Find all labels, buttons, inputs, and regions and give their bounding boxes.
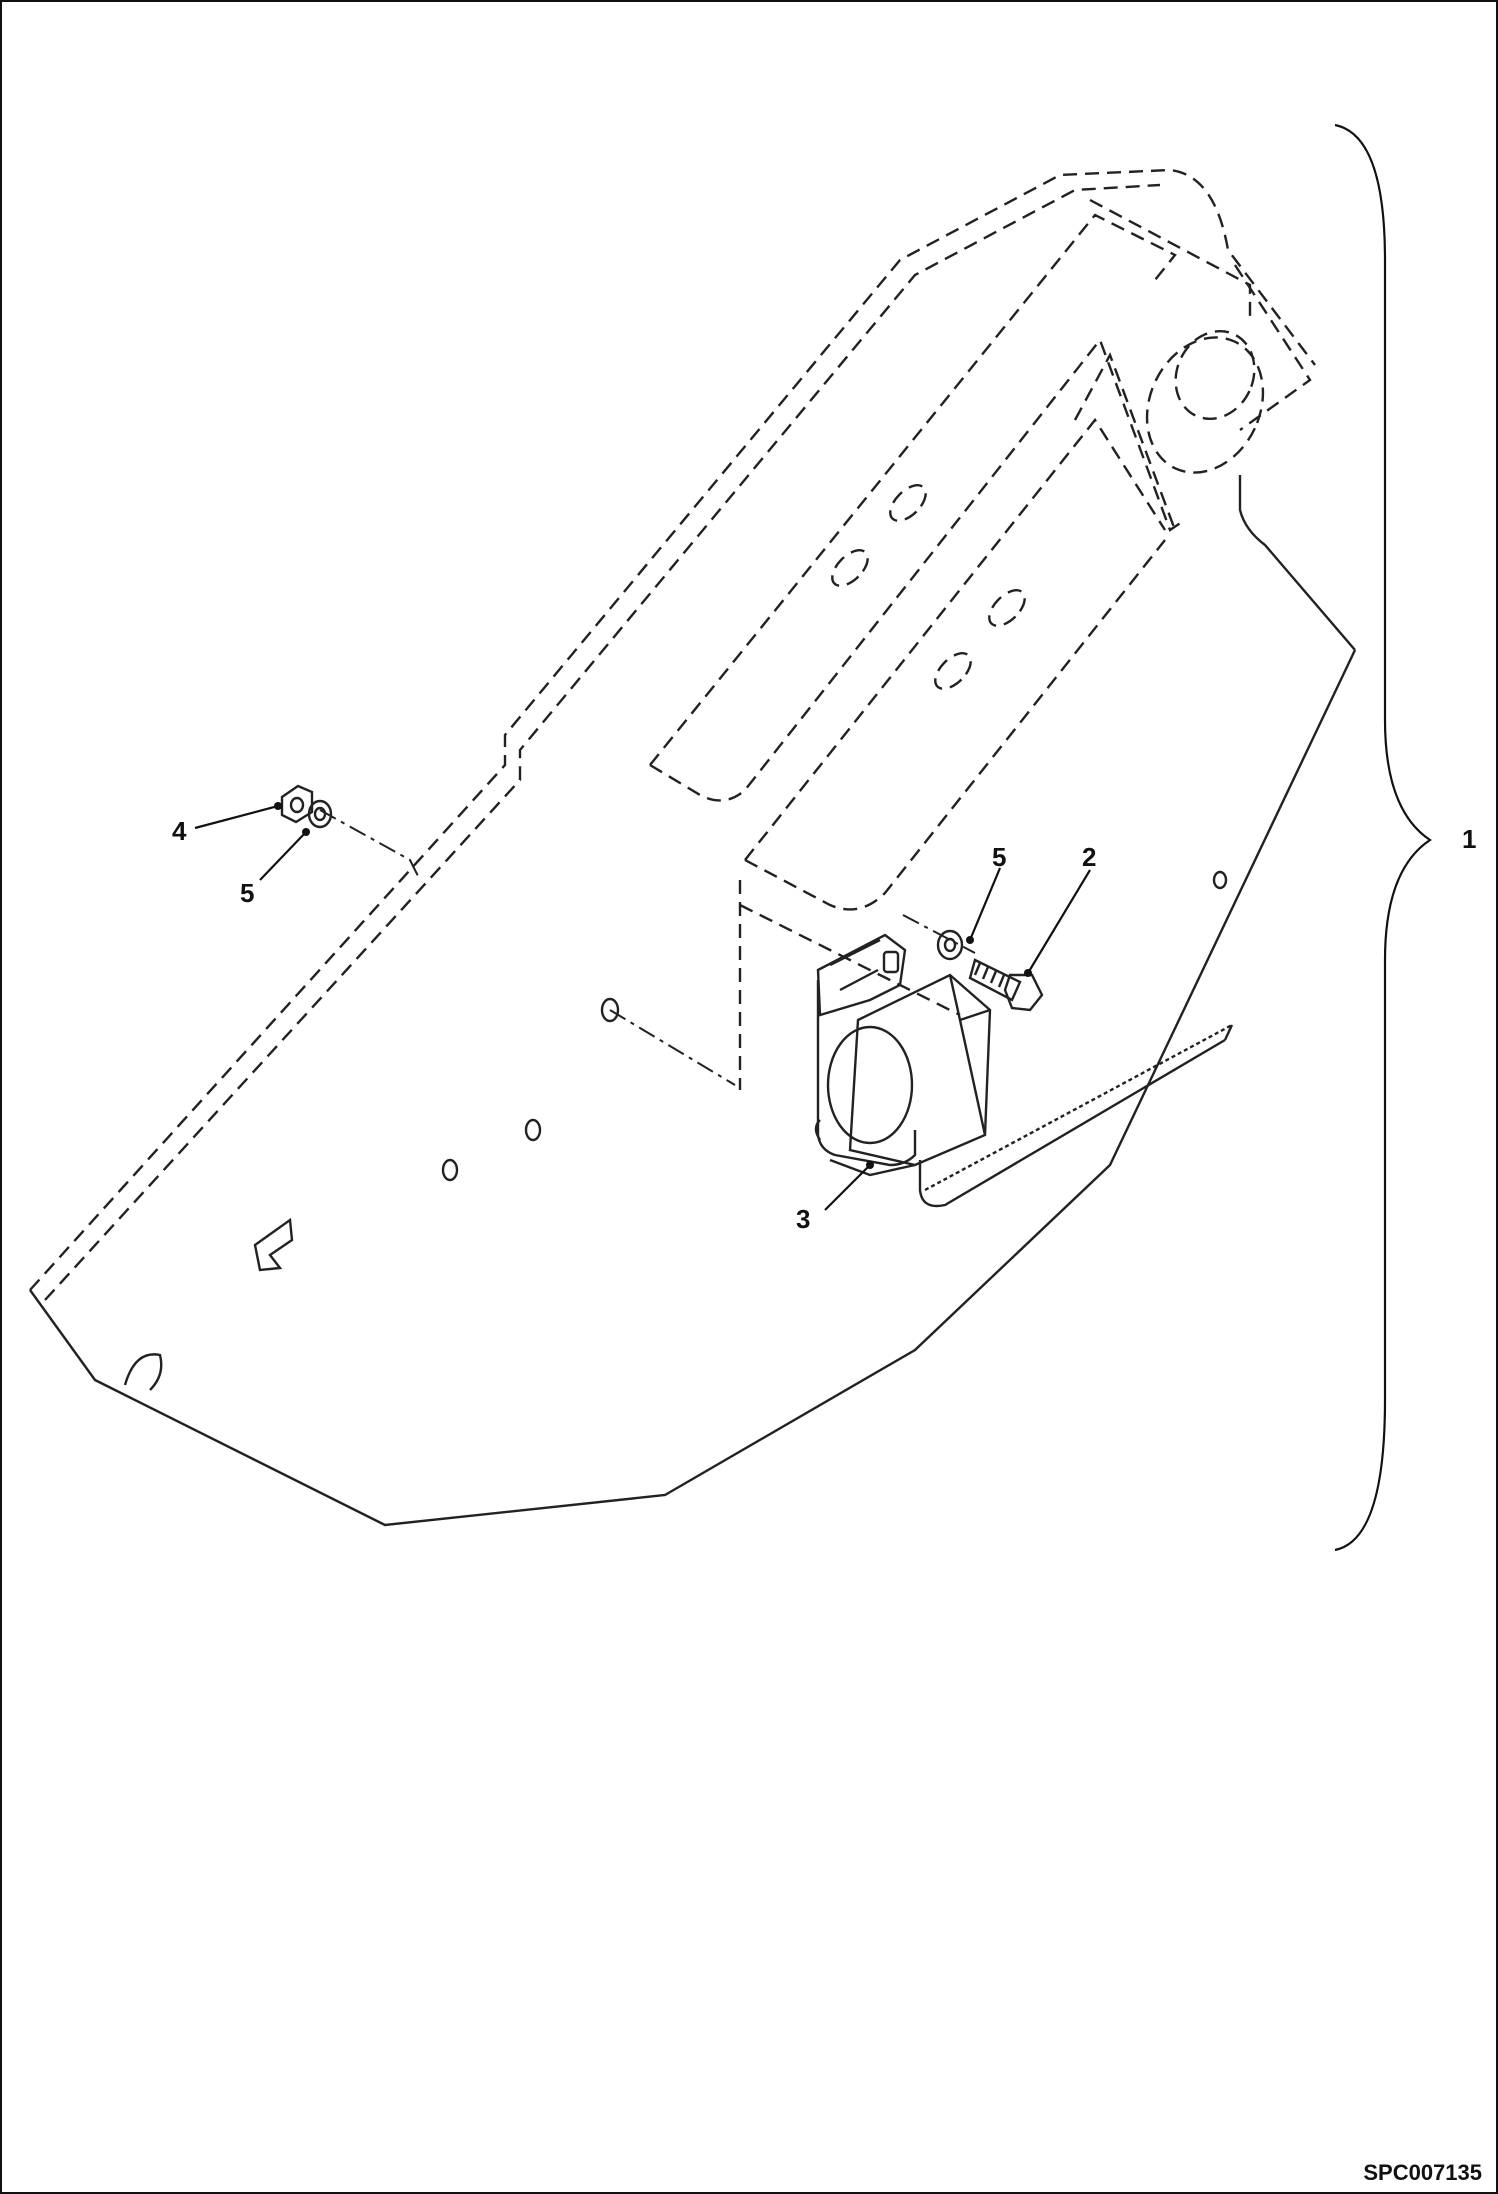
callout-2: 2 — [1082, 842, 1096, 872]
washer-icon — [307, 799, 333, 829]
mounting-centerlines — [319, 809, 976, 1086]
slotted-holes — [831, 484, 1026, 690]
plate-holes — [123, 870, 1228, 1391]
callout-3: 3 — [796, 1204, 810, 1234]
callout-1: 1 — [1462, 824, 1476, 854]
callout-4: 4 — [172, 816, 187, 846]
callout-5-left: 5 — [240, 878, 254, 908]
assembly-brace — [1334, 123, 1432, 1552]
boom-outline-dashed — [29, 168, 1316, 1301]
washer-icon — [936, 929, 964, 961]
cable-tie-icon — [918, 1023, 1234, 1208]
leader-lines — [194, 802, 1091, 1211]
drawing-code: SPC007135 — [1363, 2160, 1482, 2185]
boom-side-plate — [29, 475, 1357, 1527]
bolt-icon — [968, 958, 1044, 1012]
boom-inner-channel-dashed — [649, 213, 1186, 1090]
callout-5-right: 5 — [992, 842, 1006, 872]
pin-bore — [1145, 329, 1265, 474]
backup-alarm-icon — [814, 933, 992, 1177]
nut-icon — [280, 784, 314, 824]
